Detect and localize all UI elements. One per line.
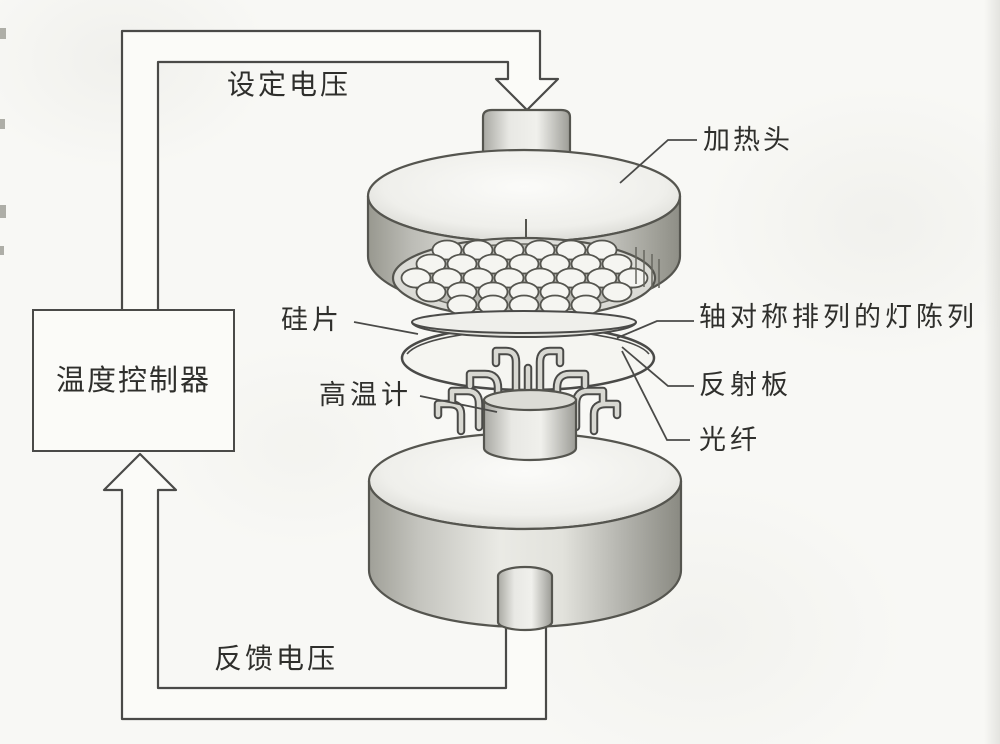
pyrometer-label: 高温计 bbox=[319, 380, 412, 411]
pyrometer-housing bbox=[367, 431, 683, 629]
reflector-label: 反射板 bbox=[699, 370, 792, 401]
temperature-controller-box: 温度控制器 bbox=[32, 309, 235, 452]
heater-head-label: 加热头 bbox=[703, 125, 793, 156]
leader-heater-head bbox=[619, 139, 697, 184]
silicon-wafer bbox=[411, 310, 637, 338]
chamber-stem bbox=[496, 565, 554, 632]
fiber-label: 光纤 bbox=[699, 425, 761, 456]
leader-pyrometer bbox=[419, 395, 498, 413]
lamp-array-graphic bbox=[400, 239, 649, 316]
leader-lines bbox=[353, 139, 697, 441]
lamp-depth-hatching bbox=[635, 247, 660, 289]
scan-artifacts bbox=[0, 28, 6, 255]
heater-head bbox=[366, 108, 682, 320]
leader-fiber bbox=[621, 350, 690, 441]
wafer-label: 硅片 bbox=[281, 305, 343, 336]
leader-lamp-array bbox=[616, 320, 694, 339]
scan-edge-band bbox=[984, 0, 1000, 744]
controller-label: 温度控制器 bbox=[55, 362, 211, 397]
lamp-array-label: 轴对称排列的灯陈列 bbox=[699, 302, 978, 333]
leader-reflector bbox=[621, 346, 694, 387]
set-voltage-wire-arrow bbox=[120, 29, 560, 313]
heater-neck bbox=[481, 108, 572, 162]
feedback-wire-arrow bbox=[102, 452, 548, 721]
pyrometer-head bbox=[482, 388, 578, 462]
leader-wafer bbox=[353, 321, 419, 335]
feedback-voltage-label: 反馈电压 bbox=[214, 642, 339, 675]
bottom-drum-wall bbox=[367, 480, 683, 629]
set-voltage-label: 设定电压 bbox=[227, 68, 352, 101]
